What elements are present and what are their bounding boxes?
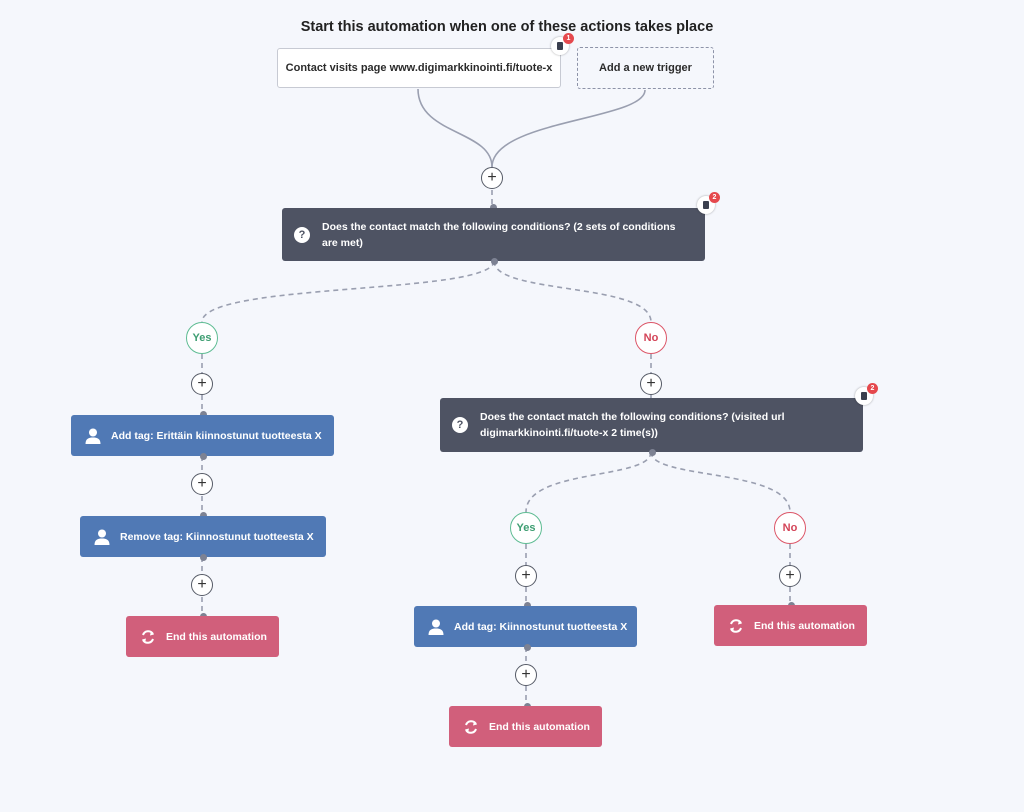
- branch-yes-label: Yes: [186, 322, 218, 354]
- connector-dot: [523, 601, 531, 609]
- condition-notes-badge[interactable]: 2: [697, 192, 720, 214]
- condition-block-2[interactable]: ? Does the contact match the following c…: [440, 398, 863, 452]
- add-step-button[interactable]: +: [640, 373, 662, 395]
- split-curve-yes2: [525, 451, 652, 513]
- trigger-curve-main: [417, 88, 493, 168]
- add-step-button[interactable]: +: [515, 664, 537, 686]
- document-icon: [861, 392, 867, 400]
- action-label: Add tag: Kiinnostunut tuotteesta X: [454, 620, 628, 633]
- connector-dot: [199, 452, 207, 460]
- add-step-button[interactable]: +: [191, 373, 213, 395]
- add-tag-action[interactable]: Add tag: Kiinnostunut tuotteesta X: [414, 606, 637, 647]
- add-step-button[interactable]: +: [191, 574, 213, 596]
- connector-dot: [489, 203, 497, 211]
- trigger-curve-add: [491, 89, 646, 168]
- user-icon: [94, 529, 110, 545]
- connector-dot: [523, 643, 531, 651]
- action-label: End this automation: [166, 630, 267, 643]
- user-icon: [428, 619, 444, 635]
- badge-count: 1: [563, 33, 574, 44]
- action-label: Add tag: Erittäin kiinnostunut tuotteest…: [111, 429, 322, 442]
- condition-block-1[interactable]: ? Does the contact match the following c…: [282, 208, 705, 261]
- badge-count: 2: [867, 383, 878, 394]
- question-icon: ?: [294, 226, 310, 243]
- branch-no-label: No: [774, 512, 806, 544]
- question-icon: ?: [452, 417, 468, 433]
- connector-dot: [490, 257, 498, 265]
- end-automation-action[interactable]: End this automation: [714, 605, 867, 646]
- add-step-button[interactable]: +: [481, 167, 503, 189]
- action-label: End this automation: [489, 720, 590, 733]
- action-label: Remove tag: Kiinnostunut tuotteesta X: [120, 530, 314, 543]
- connector-dot: [199, 553, 207, 561]
- refresh-icon: [730, 618, 742, 633]
- split-curve-no2: [650, 451, 791, 513]
- trigger-visit-page[interactable]: Contact visits page www.digimarkkinointi…: [277, 48, 561, 88]
- add-step-button[interactable]: +: [779, 565, 801, 587]
- split-curve-yes1: [201, 260, 495, 323]
- badge-count: 2: [709, 192, 720, 203]
- remove-tag-action[interactable]: Remove tag: Kiinnostunut tuotteesta X: [80, 516, 326, 557]
- trigger-notes-badge[interactable]: 1: [551, 33, 574, 55]
- split-curve-no1: [493, 260, 652, 323]
- document-icon: [557, 42, 563, 50]
- refresh-icon: [142, 629, 154, 644]
- connector-dot: [199, 410, 207, 418]
- add-step-button[interactable]: +: [515, 565, 537, 587]
- branch-yes-label: Yes: [510, 512, 542, 544]
- condition-notes-badge[interactable]: 2: [855, 383, 878, 405]
- page-title: Start this automation when one of these …: [300, 19, 714, 35]
- add-step-button[interactable]: +: [191, 473, 213, 495]
- action-label: End this automation: [754, 619, 855, 632]
- end-automation-action[interactable]: End this automation: [126, 616, 279, 657]
- user-icon: [85, 428, 101, 444]
- connector-dot: [648, 448, 656, 456]
- condition-text: Does the contact match the following con…: [322, 220, 676, 249]
- refresh-icon: [465, 719, 477, 734]
- condition-text: Does the contact match the following con…: [480, 411, 785, 439]
- branch-no-label: No: [635, 322, 667, 354]
- add-tag-action[interactable]: Add tag: Erittäin kiinnostunut tuotteest…: [71, 415, 334, 456]
- document-icon: [703, 201, 709, 209]
- end-automation-action[interactable]: End this automation: [449, 706, 602, 747]
- connector-dot: [199, 511, 207, 519]
- add-trigger-button[interactable]: Add a new trigger: [577, 47, 714, 89]
